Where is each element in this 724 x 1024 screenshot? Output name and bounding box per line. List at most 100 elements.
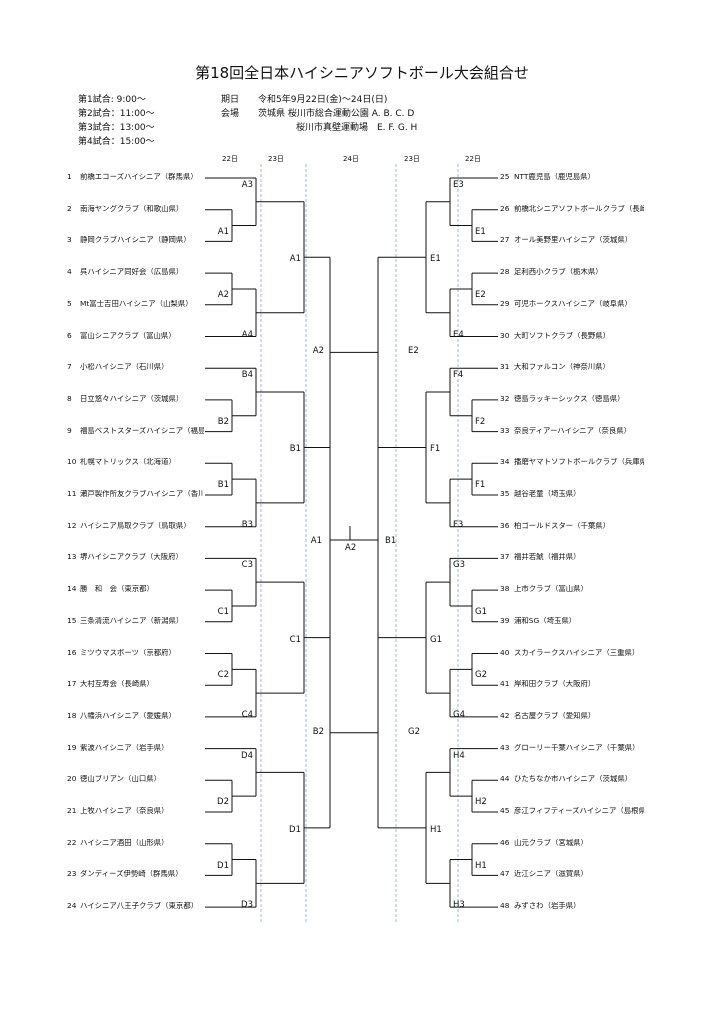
right-match-label-r2: H3 (453, 900, 465, 911)
day-label-right-r2: 23日 (404, 155, 420, 163)
team-number: 8 (67, 393, 72, 403)
left-match-label-r3: D1 (289, 824, 301, 835)
left-match-label-r2: D4 (241, 750, 253, 761)
left-match-label-r1: B2 (217, 416, 229, 427)
right-match-label-r2: E4 (453, 329, 464, 340)
left-match-label-r2: A4 (241, 329, 253, 340)
left-match-label-r1: A2 (217, 289, 229, 300)
team-number: 9 (67, 425, 72, 435)
team-number: 13 (67, 552, 77, 562)
team-name: 堺ハイシニアクラブ（大阪府） (80, 553, 183, 561)
left-match-label-r2: A3 (241, 180, 253, 190)
period-value: 令和5年9月22日(金)～24日(日) (258, 95, 388, 105)
team-number: 45 (500, 806, 510, 815)
team-name: 前橋北シニアソフトボールクラブ（長崎県） (514, 204, 644, 213)
team-number: 47 (500, 869, 510, 879)
team-number: 32 (500, 393, 510, 403)
team-name: 奈良ディアーハイシニア（奈良県） (514, 426, 631, 434)
team-number: 42 (500, 710, 510, 720)
team-name: 大町ソフトクラブ（長野県） (514, 331, 611, 339)
team-number: 19 (67, 742, 77, 752)
team-number: 48 (500, 901, 510, 911)
team-name: 福井若鯱（福井県） (514, 553, 581, 561)
team-name: 岸和田クラブ（大阪府） (514, 680, 596, 688)
team-name: みずさわ（岩手県） (514, 902, 581, 910)
team-name: 上市クラブ（富山県） (514, 585, 588, 593)
right-match-label-r1: H2 (475, 797, 487, 808)
team-number: 24 (67, 901, 77, 911)
team-name: 福島ベストスターズハイシニア（福島県） (80, 426, 204, 434)
left-match-label-r4: A2 (312, 346, 324, 357)
team-number: 35 (500, 489, 510, 498)
team-number: 11 (67, 489, 77, 498)
team-number: 7 (67, 362, 72, 372)
venue-line-1: 茨城県 桜川市総合運動公園 A. B. C. D (258, 109, 415, 119)
team-number: 33 (500, 425, 510, 435)
left-match-label-r3: A1 (289, 254, 301, 265)
period-label: 期日 (221, 95, 240, 105)
team-name: 南海ヤングクラブ（和歌山県） (80, 204, 184, 213)
team-number: 16 (67, 647, 77, 657)
team-number: 12 (67, 520, 77, 530)
team-name: 上牧ハイシニア（奈良県） (80, 807, 169, 815)
team-number: 44 (500, 774, 510, 784)
team-name: ハイシニア八王子クラブ（東京都） (80, 902, 199, 910)
day-label-right-r1: 22日 (465, 155, 481, 163)
team-number: 31 (500, 362, 510, 372)
team-name: 名古屋クラブ（愛知県） (514, 711, 596, 720)
left-match-label-r2: B3 (241, 519, 253, 530)
left-match-label-r1: B1 (217, 480, 229, 491)
team-name: グローリー千葉ハイシニア（千葉県） (514, 743, 640, 751)
team-number: 10 (67, 457, 77, 467)
venue-line-2: 桜川市真壁運動場 E. F. G. H (296, 123, 418, 133)
team-name: 大和ファルコン（神奈川県） (514, 363, 610, 371)
left-match-label-r1: C2 (217, 670, 229, 681)
team-name: 八幡浜ハイシニア（愛媛県） (80, 711, 176, 720)
team-number: 28 (500, 267, 510, 277)
right-match-label-r1: E1 (475, 226, 486, 237)
team-name: 小松ハイシニア（石川県） (80, 363, 169, 371)
team-number: 43 (500, 742, 510, 752)
team-name: 足利西小クラブ（栃木県） (514, 268, 603, 276)
team-number: 5 (67, 298, 72, 308)
team-name: 可児ホークスハイシニア（岐阜県） (514, 299, 632, 308)
right-match-label-r1: F1 (475, 480, 486, 491)
team-number: 17 (67, 679, 77, 689)
team-number: 2 (67, 203, 72, 213)
team-name: 紫波ハイシニア（岩手県） (80, 743, 169, 751)
right-match-label-r3: G1 (430, 634, 442, 645)
left-match-label-r2: C3 (241, 560, 253, 571)
team-name: 徳山ブリアン（山口県） (80, 775, 162, 783)
team-number: 3 (67, 235, 72, 245)
left-match-label-r3: C1 (289, 634, 301, 645)
team-number: 22 (67, 837, 77, 847)
team-number: 46 (500, 837, 510, 847)
team-name: 浦和SG（埼玉県） (514, 616, 577, 625)
team-name: 彦江フィフティーズハイシニア（島根県） (514, 807, 644, 815)
team-name: 山元クラブ（宮城県） (514, 838, 588, 847)
left-match-label-r1: D2 (217, 797, 229, 808)
left-match-label-r1: A1 (217, 226, 229, 237)
team-number: 23 (67, 869, 77, 879)
team-name: 三条清流ハイシニア（新潟県） (80, 616, 184, 625)
page-title: 第18回全日本ハイシニアソフトボール大会組合せ (195, 64, 529, 82)
team-name: 富山シニアクラブ（富山県） (80, 331, 176, 339)
team-number: 1 (67, 172, 72, 181)
team-number: 6 (67, 330, 72, 340)
right-match-label-r4: G2 (408, 726, 420, 737)
right-match-label-r2: E3 (453, 180, 464, 190)
team-name: ハイシニア鳥取クラブ（鳥取県） (80, 521, 191, 530)
team-number: 25 (500, 172, 510, 181)
team-name: Mt富士吉田ハイシニア（山梨県） (80, 299, 193, 308)
right-match-label-r1: G1 (475, 606, 487, 617)
team-number: 4 (67, 267, 72, 277)
team-number: 38 (500, 584, 510, 594)
schedule-game-2: 第2試合：11:00～ (78, 109, 155, 119)
left-match-label-r3: B1 (289, 444, 301, 455)
right-match-label-r1: E2 (475, 289, 486, 300)
team-number: 39 (500, 615, 510, 625)
right-match-label-r3: H1 (430, 824, 442, 835)
day-label-final: 24日 (343, 155, 359, 163)
team-number: 27 (500, 235, 510, 245)
